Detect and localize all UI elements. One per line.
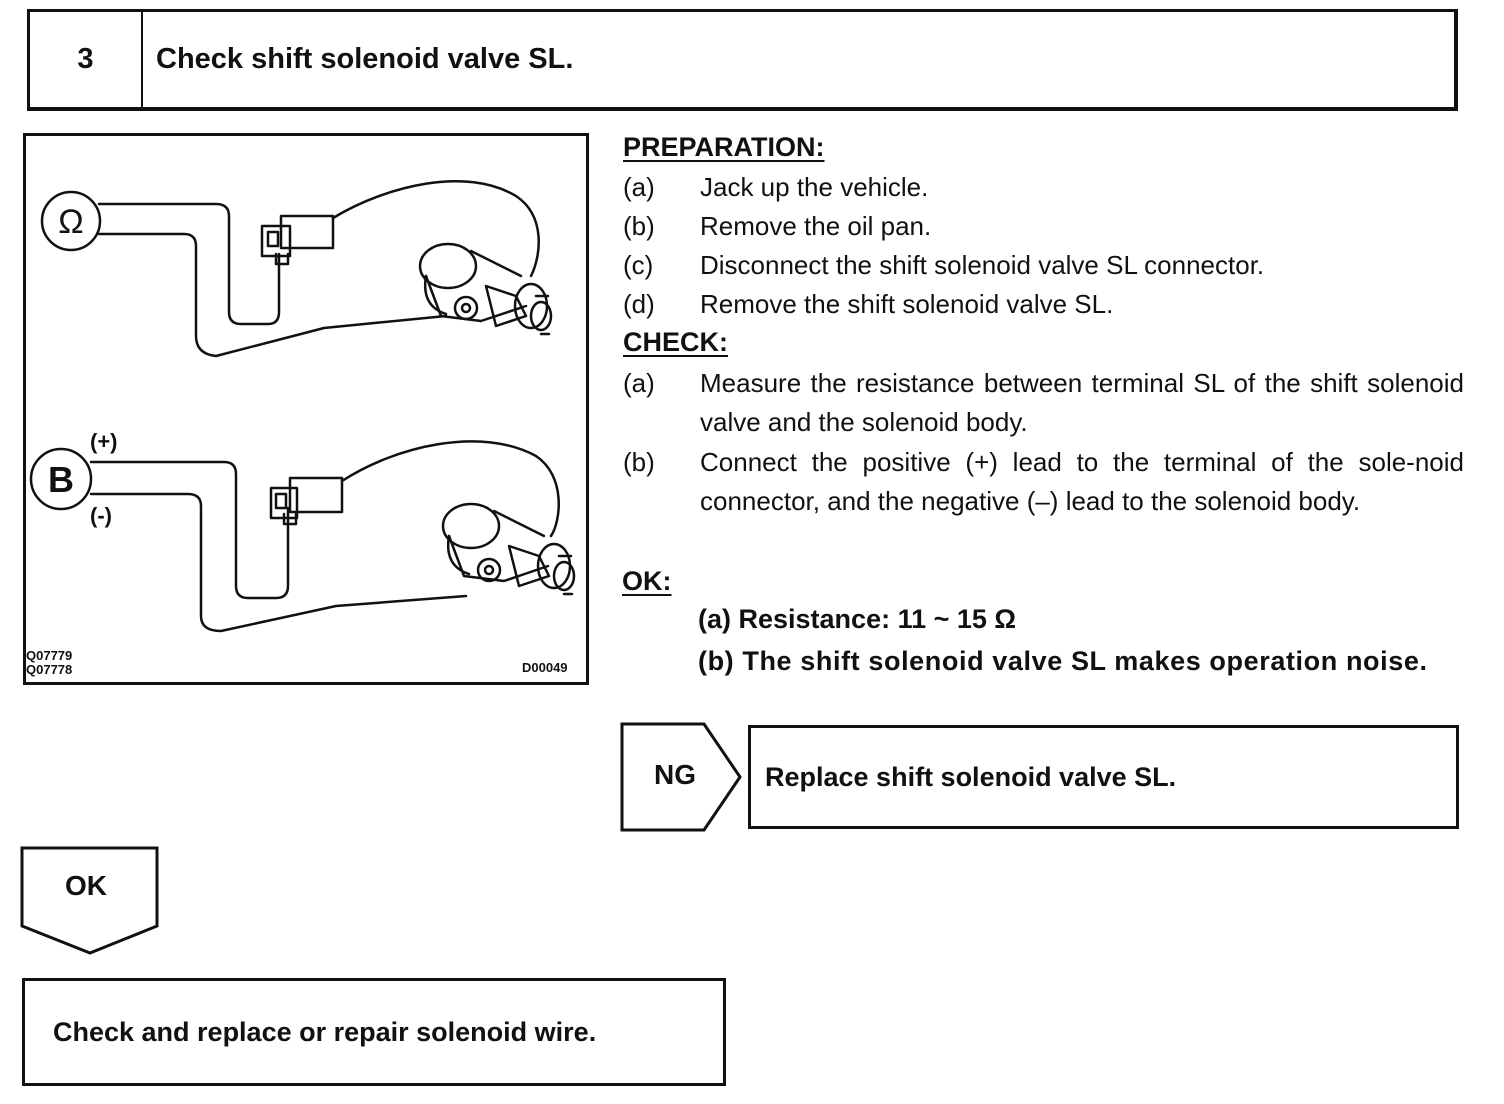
figure-code-2: Q07778 <box>26 662 73 677</box>
check-step-text: Connect the positive (+) lead to the ter… <box>700 447 1464 516</box>
step-title: Check shift solenoid valve SL. <box>156 43 574 75</box>
step-number: 3 <box>30 12 143 107</box>
ng-action-box: Replace shift solenoid valve SL. <box>748 725 1459 829</box>
ok-label: OK <box>65 870 107 901</box>
prep-step-letter: (c) <box>623 250 654 280</box>
ohmmeter-circle <box>40 190 102 252</box>
prep-step-text: Remove the oil pan. <box>700 211 932 241</box>
check-step-letter: (b) <box>623 447 655 477</box>
prep-step-letter: (a) <box>623 172 655 202</box>
ok-resistance-line: (a) Resistance: 11 ~ 15 Ω <box>698 604 1017 634</box>
prep-step-text: Jack up the vehicle. <box>700 172 929 202</box>
prep-step-letter: (d) <box>623 289 655 319</box>
battery-circle <box>29 447 93 511</box>
check-step: (a) Measure the resistance between termi… <box>623 364 1464 444</box>
solenoid-test-illustration: Ω B (+) (-) Q07779 Q07778 D00049 <box>23 133 589 685</box>
check-step-text: Measure the resistance between terminal … <box>700 368 1464 437</box>
ng-arrow-shape <box>620 722 742 832</box>
ok-heading: OK: <box>622 566 672 596</box>
battery-symbol: B <box>48 459 74 500</box>
ng-label: NG <box>654 759 696 790</box>
ohm-symbol: Ω <box>58 203 83 241</box>
prep-step-letter: (b) <box>623 211 655 241</box>
preparation-heading: PREPARATION: <box>623 132 825 162</box>
solenoid-diagram: Ω B (+) (-) <box>29 180 576 633</box>
prep-step: (b) Remove the oil pan. <box>623 207 1464 246</box>
step-header: 3 Check shift solenoid valve SL. <box>27 9 1458 111</box>
figure-code-3: D00049 <box>522 660 568 675</box>
ok-noise-line: (b) The shift solenoid valve SL makes op… <box>698 646 1428 676</box>
ok-arrow-shape <box>20 846 159 955</box>
prep-step: (a) Jack up the vehicle. <box>623 168 1464 207</box>
prep-step-text: Disconnect the shift solenoid valve SL c… <box>700 250 1265 280</box>
prep-step: (d) Remove the shift solenoid valve SL. <box>623 285 1464 324</box>
check-step-letter: (a) <box>623 368 655 398</box>
check-heading: CHECK: <box>623 327 728 357</box>
minus-label: (-) <box>90 503 112 528</box>
ok-action-box: Check and replace or repair solenoid wir… <box>22 978 726 1086</box>
prep-step: (c) Disconnect the shift solenoid valve … <box>623 246 1464 285</box>
plus-label: (+) <box>90 429 118 454</box>
figure-code-1: Q07779 <box>26 648 73 663</box>
check-step: (b) Connect the positive (+) lead to the… <box>623 443 1464 563</box>
prep-step-text: Remove the shift solenoid valve SL. <box>700 289 1114 319</box>
